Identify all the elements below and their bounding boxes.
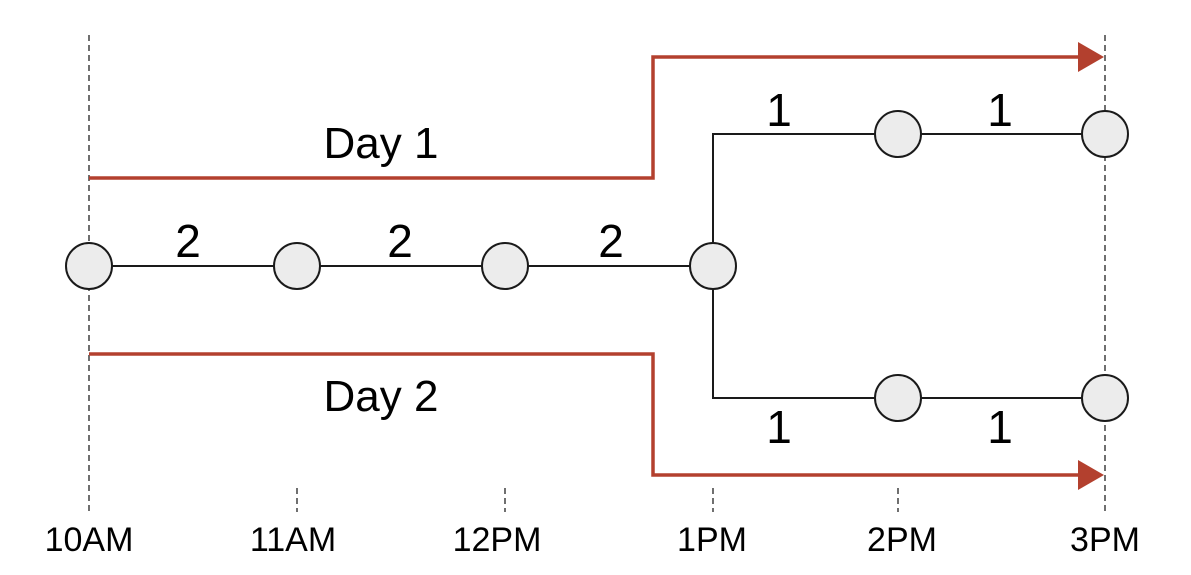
day-2-path	[89, 352, 1082, 477]
node-2pm-lower	[874, 374, 922, 422]
edge-upper-branch	[712, 133, 1105, 266]
node-3pm-lower	[1081, 374, 1129, 422]
time-label-10am: 10AM	[45, 521, 134, 559]
day-paths	[89, 42, 1104, 490]
node-12pm	[481, 242, 529, 290]
graph-nodes	[65, 110, 1129, 422]
main-edge-label-2: 2	[387, 215, 413, 267]
upper-edge-label-1: 1	[766, 84, 792, 136]
upper-edge-label-2: 1	[987, 84, 1013, 136]
edge-lower-branch	[712, 266, 1105, 399]
node-3pm-upper	[1081, 110, 1129, 158]
time-label-2pm: 2PM	[867, 521, 937, 559]
main-edge-label-3: 2	[598, 215, 624, 267]
day-1-path	[89, 55, 1082, 180]
edge-labels: 2 2 2 1 1 1 1	[175, 84, 1013, 453]
time-guides	[88, 35, 1106, 512]
node-10am	[65, 242, 113, 290]
time-axis: 10AM 11AM 12PM 1PM 2PM 3PM	[45, 521, 1140, 559]
day-labels: Day 1 Day 2	[324, 119, 439, 421]
main-edge-label-1: 2	[175, 215, 201, 267]
time-label-3pm: 3PM	[1070, 521, 1140, 559]
time-label-12pm: 12PM	[453, 521, 542, 559]
day-2-arrowhead	[1078, 460, 1104, 490]
day-1-label: Day 1	[324, 119, 439, 168]
node-2pm-upper	[874, 110, 922, 158]
graph-edges	[89, 133, 1105, 399]
day-2-label: Day 2	[324, 372, 439, 421]
node-1pm	[689, 242, 737, 290]
node-11am	[273, 242, 321, 290]
time-label-11am: 11AM	[250, 521, 336, 559]
time-label-1pm: 1PM	[677, 521, 747, 559]
lower-edge-label-1: 1	[766, 401, 792, 453]
day-1-arrowhead	[1078, 42, 1104, 72]
lower-edge-label-2: 1	[987, 401, 1013, 453]
